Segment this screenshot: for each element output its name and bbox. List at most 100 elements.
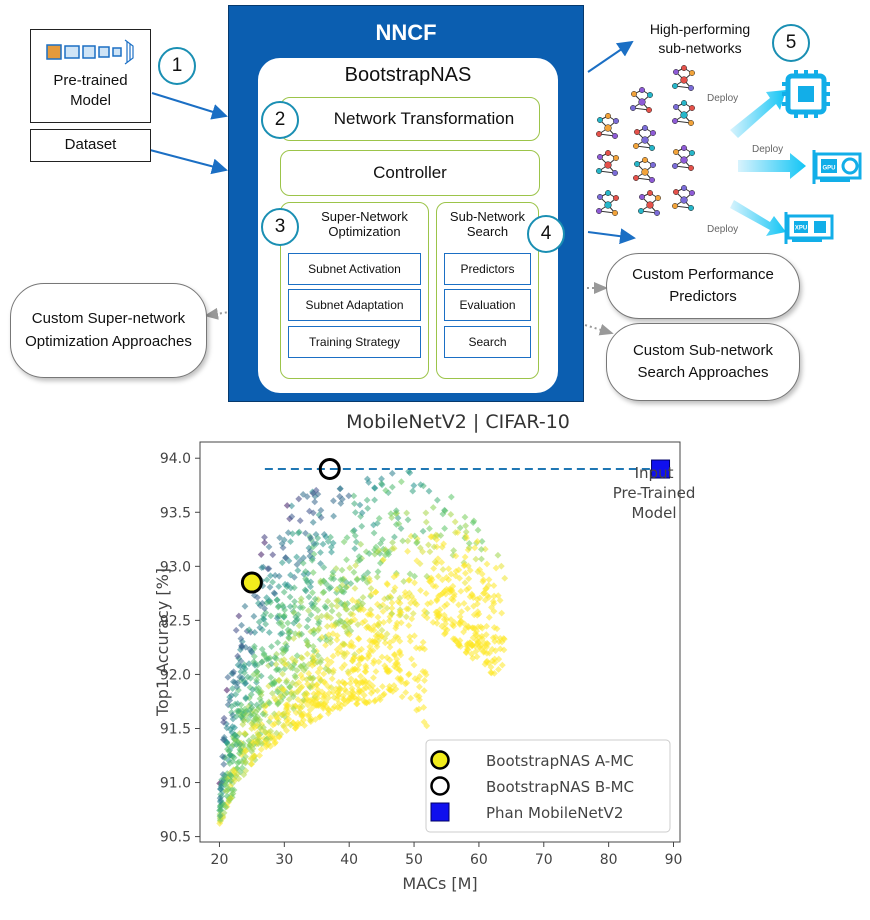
subnetwork-point bbox=[432, 531, 440, 539]
subnetwork-point bbox=[347, 610, 355, 618]
subnetwork-point bbox=[404, 594, 412, 601]
y-tick-label: 91.5 bbox=[160, 721, 191, 737]
subnetwork-point bbox=[337, 576, 344, 584]
subnetwork-molecule-icon bbox=[633, 125, 656, 151]
subnetwork-point bbox=[358, 645, 365, 653]
subnetwork-point bbox=[354, 621, 362, 628]
subnetwork-point bbox=[336, 492, 344, 500]
subnetwork-point bbox=[294, 567, 302, 574]
subnetwork-point bbox=[254, 706, 262, 713]
subnetwork-point bbox=[237, 635, 245, 642]
subnetwork-point bbox=[216, 820, 224, 827]
subnetwork-point bbox=[476, 566, 484, 574]
subnetwork-point bbox=[281, 606, 289, 614]
subnetwork-point bbox=[302, 529, 309, 537]
subnetwork-point bbox=[327, 575, 335, 582]
subnetwork-point bbox=[477, 641, 485, 649]
subnetwork-point bbox=[402, 689, 410, 696]
subnetwork-point bbox=[224, 786, 232, 794]
subnetwork-point bbox=[299, 654, 306, 662]
subnetwork-point bbox=[396, 637, 404, 645]
subnetwork-point bbox=[357, 540, 365, 548]
subnetwork-point bbox=[353, 700, 360, 708]
subnetwork-point bbox=[275, 572, 283, 580]
subnetwork-point bbox=[481, 596, 489, 604]
subnetwork-point bbox=[458, 608, 465, 616]
subnetwork-point bbox=[370, 521, 377, 529]
subnetwork-point bbox=[471, 544, 479, 552]
subnetwork-point bbox=[465, 539, 473, 547]
subnetwork-point bbox=[349, 596, 356, 604]
subnetwork-point bbox=[337, 500, 345, 507]
subnetwork-point bbox=[394, 514, 402, 522]
subnetwork-point bbox=[338, 587, 346, 595]
subnetwork-cloud bbox=[216, 467, 509, 827]
diagram-connectors: GPU XPU bbox=[149, 40, 862, 336]
subnetwork-point bbox=[325, 667, 333, 675]
subnetwork-icons bbox=[596, 65, 695, 216]
subnetwork-point bbox=[473, 595, 481, 603]
subnetwork-point bbox=[378, 626, 386, 634]
subnetwork-point bbox=[237, 668, 245, 676]
subnetwork-point bbox=[429, 504, 437, 511]
y-tick-label: 92.5 bbox=[160, 613, 191, 629]
subnetwork-point bbox=[278, 645, 286, 653]
subnetwork-point bbox=[271, 572, 279, 579]
subnetwork-point bbox=[455, 601, 462, 609]
deploy-arrow-xpu bbox=[730, 200, 786, 236]
x-tick-label: 30 bbox=[275, 852, 293, 868]
subnetwork-point bbox=[255, 737, 262, 744]
subnetwork-point bbox=[261, 539, 269, 547]
subnetwork-point bbox=[409, 487, 417, 495]
subnetwork-point bbox=[228, 729, 236, 736]
subnetwork-point bbox=[494, 592, 502, 600]
subnetwork-point bbox=[326, 635, 334, 643]
subnetwork-point bbox=[333, 597, 341, 605]
subnetwork-point bbox=[404, 516, 412, 524]
subnetwork-point bbox=[386, 686, 394, 694]
subnetwork-point bbox=[411, 572, 418, 580]
bootstrapnas-b-mc-marker bbox=[318, 458, 341, 481]
step-2-badge: 2 bbox=[261, 101, 299, 139]
subnetwork-point bbox=[306, 547, 314, 555]
subnetwork-point bbox=[432, 583, 440, 590]
subnetwork-point bbox=[250, 645, 258, 653]
subnetwork-point bbox=[267, 742, 274, 750]
subnetwork-point bbox=[250, 716, 258, 724]
subnetwork-point bbox=[323, 623, 331, 630]
custom-perf-label-1: Custom Performance bbox=[632, 265, 774, 283]
subnetwork-point bbox=[440, 540, 448, 548]
subnetwork-molecule-icon bbox=[596, 113, 619, 139]
subnetwork-point bbox=[433, 619, 441, 627]
subnetwork-point bbox=[466, 639, 474, 647]
subnetwork-point bbox=[474, 537, 481, 545]
subnetwork-point bbox=[281, 580, 289, 588]
subnetwork-point bbox=[490, 592, 498, 600]
subnetwork-point bbox=[263, 741, 271, 749]
subnetwork-point bbox=[501, 574, 509, 582]
dataset-box: Dataset bbox=[30, 129, 151, 162]
subnetwork-point bbox=[256, 602, 264, 609]
subnetwork-point bbox=[416, 696, 423, 704]
subnetwork-point bbox=[304, 570, 312, 577]
subnetwork-point bbox=[314, 652, 322, 659]
subnetwork-point bbox=[297, 598, 305, 606]
subnetwork-point bbox=[310, 630, 318, 637]
subnetwork-point bbox=[258, 626, 266, 634]
highlight-markers bbox=[240, 458, 671, 594]
subnetwork-point bbox=[241, 705, 249, 713]
subnetwork-point bbox=[255, 618, 263, 626]
subnetwork-point bbox=[450, 547, 458, 554]
subnetwork-point bbox=[420, 718, 428, 726]
subnetwork-point bbox=[342, 583, 350, 591]
subnetwork-point bbox=[406, 570, 414, 578]
subnetwork-point bbox=[319, 540, 327, 548]
subnetwork-point bbox=[402, 613, 410, 621]
subnetwork-molecule-icon bbox=[672, 100, 695, 126]
subnetwork-point bbox=[315, 511, 323, 519]
subnetwork-point bbox=[498, 638, 506, 646]
subnetwork-point bbox=[469, 634, 477, 642]
subnetwork-point bbox=[409, 610, 417, 617]
subnetwork-point bbox=[341, 661, 348, 669]
x-tick-label: 50 bbox=[405, 852, 423, 868]
